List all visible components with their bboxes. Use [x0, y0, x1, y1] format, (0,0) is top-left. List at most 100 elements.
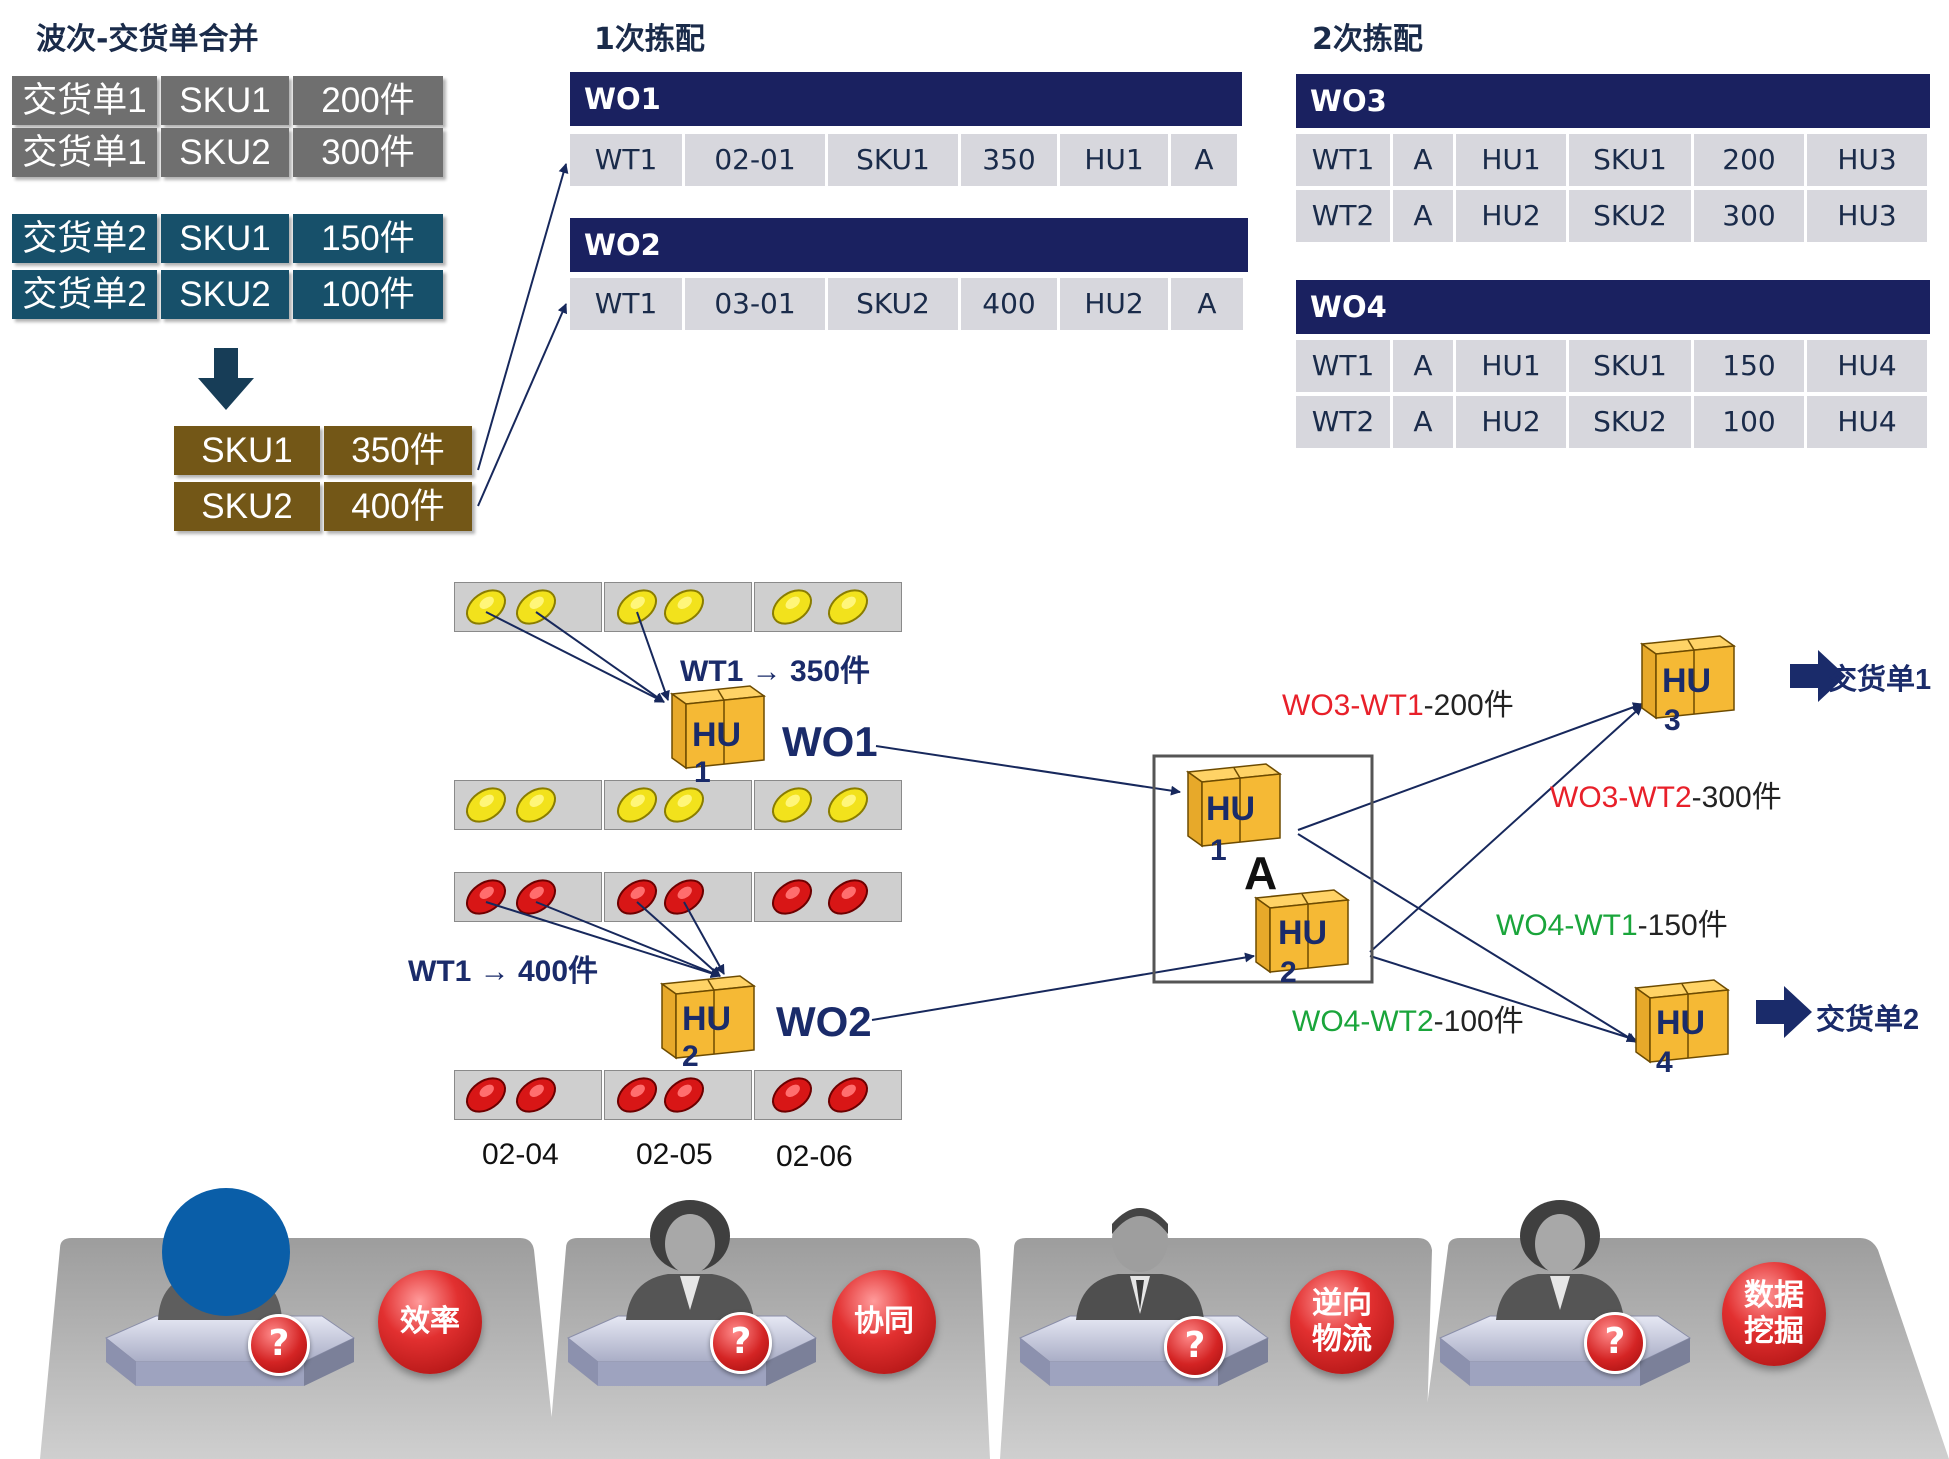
destination-dn2: 交货单2 — [1816, 1004, 1920, 1036]
yellow-goods-icon — [610, 780, 664, 830]
red-goods-icon — [657, 1070, 711, 1120]
wo1-table-row: WT1 02-01 SKU1 350 HU1 A — [570, 134, 1237, 186]
table-cell: 350 — [961, 134, 1057, 186]
hu-label: HU — [692, 716, 742, 754]
destination-dn1: 交货单1 — [1828, 664, 1932, 696]
dn-cell: 交货单2 — [12, 270, 157, 319]
wo4-table-row-1: WT1 A HU1 SKU1 150 HU4 — [1296, 340, 1927, 392]
red-goods-icon — [459, 1070, 513, 1120]
task-label-wo4-wt1: WO4-WT1-150件 — [1496, 900, 1728, 944]
dn-cell: 交货单1 — [12, 76, 157, 125]
table-cell: HU1 — [1060, 134, 1168, 186]
wo2-label: WO2 — [776, 998, 872, 1045]
table-cell: WT1 — [570, 134, 682, 186]
task-label-wo4-wt2: WO4-WT2-100件 — [1292, 996, 1524, 1040]
qty-cell: 200件 — [293, 76, 443, 125]
wo4-table-header: WO4 — [1296, 280, 1930, 334]
question-icon: ? — [710, 1312, 772, 1374]
table-cell: HU4 — [1807, 396, 1927, 448]
red-goods-icon — [765, 872, 819, 922]
person-icon — [626, 1200, 754, 1320]
table-cell: HU3 — [1807, 190, 1927, 242]
wt1-350-label: WT1 → 350件 — [680, 655, 871, 688]
dest-arrow-icon — [1756, 986, 1812, 1038]
person-icon — [1496, 1200, 1624, 1320]
collaboration-bubble: 协同 — [832, 1270, 936, 1374]
total-row-sku2: SKU2 400件 — [174, 482, 472, 531]
hu-label: HU — [1278, 914, 1328, 952]
data-mining-bubble: 数据 挖掘 — [1722, 1262, 1826, 1366]
pick2-title: 2次拣配 — [1312, 22, 1423, 57]
yellow-goods-icon — [821, 780, 875, 830]
sku-cell: SKU1 — [161, 214, 289, 263]
merge-row-dn2-sku1: 交货单2 SKU1 150件 — [12, 214, 443, 263]
qty-cell: 300件 — [293, 128, 443, 177]
red-goods-icon — [610, 1070, 664, 1120]
table-cell: 200 — [1694, 134, 1804, 186]
red-goods-icon — [765, 1070, 819, 1120]
area-a-label: A — [1244, 847, 1278, 899]
yellow-goods-icon — [765, 582, 819, 632]
question-icon: ? — [1584, 1312, 1646, 1374]
red-goods-icon — [821, 872, 875, 922]
table-cell: A — [1171, 278, 1243, 330]
merge-row-dn1-sku1: 交货单1 SKU1 200件 — [12, 76, 443, 125]
task-code: WO4-WT2 — [1292, 1005, 1434, 1038]
table-cell: SKU2 — [1569, 396, 1691, 448]
task-qty: -150件 — [1637, 909, 1728, 942]
sku-cell: SKU1 — [161, 76, 289, 125]
dest-arrow-icon — [1790, 650, 1846, 702]
wt1-400-label: WT1 → 400件 — [408, 955, 599, 988]
table-cell: A — [1393, 134, 1453, 186]
table-cell: HU3 — [1807, 134, 1927, 186]
hu-number: 2 — [682, 1040, 699, 1073]
table-cell: A — [1171, 134, 1237, 186]
task-qty: -300件 — [1691, 781, 1782, 814]
red-goods-icon — [657, 872, 711, 922]
red-goods-icon — [610, 872, 664, 922]
table-cell: 100 — [1694, 396, 1804, 448]
yellow-goods-icon — [765, 780, 819, 830]
table-cell: HU1 — [1456, 134, 1566, 186]
wo3-table-row-1: WT1 A HU1 SKU1 200 HU3 — [1296, 134, 1927, 186]
red-goods-icon — [821, 1070, 875, 1120]
task-label-wo3-wt1: WO3-WT1-200件 — [1282, 680, 1514, 724]
task-qty: -100件 — [1433, 1005, 1524, 1038]
table-cell: HU2 — [1456, 396, 1566, 448]
reverse-logistics-bubble: 逆向 物流 — [1290, 1270, 1394, 1374]
qty-cell: 350件 — [324, 426, 472, 475]
blue-circle-marker — [162, 1188, 290, 1316]
table-cell: SKU1 — [828, 134, 958, 186]
sku-cell: SKU2 — [161, 128, 289, 177]
table-cell: HU4 — [1807, 340, 1927, 392]
hu-label: HU — [1206, 790, 1256, 828]
down-arrow-icon — [198, 348, 254, 410]
merge-row-dn2-sku2: 交货单2 SKU2 100件 — [12, 270, 443, 319]
dn-cell: 交货单2 — [12, 214, 157, 263]
hu-number: 3 — [1664, 704, 1681, 737]
merge-title: 波次-交货单合并 — [36, 22, 259, 57]
platform — [1019, 1315, 1269, 1386]
question-icon: ? — [248, 1314, 310, 1376]
bin-label: 02-04 — [482, 1138, 559, 1171]
task-label-wo3-wt2: WO3-WT2-300件 — [1550, 772, 1782, 816]
yellow-goods-icon — [657, 582, 711, 632]
qty-cell: 400件 — [324, 482, 472, 531]
sku-cell: SKU2 — [161, 270, 289, 319]
dn-cell: 交货单1 — [12, 128, 157, 177]
hu-label: HU — [1656, 1004, 1706, 1042]
hu-number: 1 — [694, 756, 711, 789]
table-cell: SKU2 — [1569, 190, 1691, 242]
table-cell: 300 — [1694, 190, 1804, 242]
wo1-table-header: WO1 — [570, 72, 1242, 126]
table-cell: HU2 — [1456, 190, 1566, 242]
task-qty: -200件 — [1423, 689, 1514, 722]
platform — [1439, 1315, 1691, 1386]
qty-cell: 100件 — [293, 270, 443, 319]
table-cell: HU1 — [1456, 340, 1566, 392]
red-goods-icon — [509, 872, 563, 922]
table-cell: A — [1393, 340, 1453, 392]
hu-number: 4 — [1656, 1046, 1673, 1079]
table-cell: A — [1393, 190, 1453, 242]
